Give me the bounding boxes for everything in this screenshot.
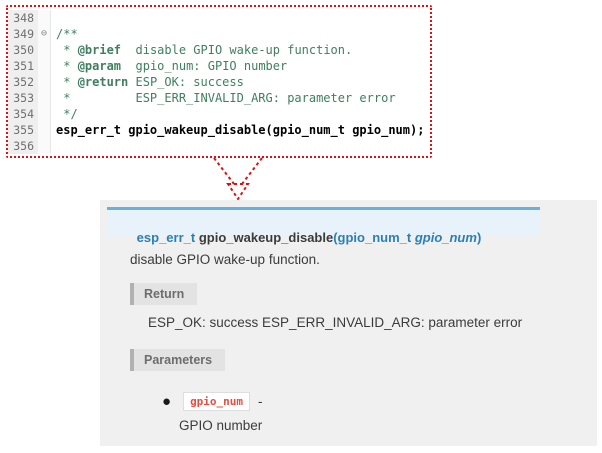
return-rubric: Return xyxy=(130,283,198,305)
code-text: esp_err_t gpio_wakeup_disable(gpio_num_t… xyxy=(56,123,425,137)
doc-panel: esp_err_t gpio_wakeup_disable(gpio_num_t… xyxy=(100,200,597,446)
fold-gutter xyxy=(38,122,51,138)
bullet-icon: ● xyxy=(162,393,172,410)
code-line: 355 esp_err_t gpio_wakeup_disable(gpio_nu… xyxy=(8,122,430,138)
code-line: 354 */ xyxy=(8,106,430,122)
signature-return-type: esp_err_t xyxy=(136,230,199,245)
code-text: * @param gpio_num: GPIO number xyxy=(56,59,288,73)
code-line: 352 * @return ESP_OK: success xyxy=(8,74,430,90)
fold-gutter xyxy=(38,74,51,90)
signature-open-paren: ( xyxy=(333,230,338,245)
param-separator: - xyxy=(258,394,263,409)
brief-text: disable GPIO wake-up function. xyxy=(130,252,320,267)
function-signature: esp_err_t gpio_wakeup_disable(gpio_num_t… xyxy=(107,207,540,245)
code-text xyxy=(51,10,56,26)
code-line: 356 xyxy=(8,138,430,154)
code-line: 349⊖ /** xyxy=(8,26,430,42)
code-line: 350 * @brief disable GPIO wake-up functi… xyxy=(8,42,430,58)
fold-gutter xyxy=(38,106,51,122)
fold-gutter xyxy=(38,10,51,26)
code-text: * @brief disable GPIO wake-up function. xyxy=(56,43,353,57)
return-text: ESP_OK: success ESP_ERR_INVALID_ARG: par… xyxy=(148,315,523,330)
signature-param-name: gpio_num xyxy=(414,230,477,245)
code-line: 348 xyxy=(8,10,430,26)
fold-toggle-icon[interactable]: ⊖ xyxy=(38,26,51,42)
code-text: /** xyxy=(56,27,78,41)
signature-param-type: gpio_num_t xyxy=(337,230,415,245)
line-number: 348 xyxy=(8,10,38,26)
param-description: GPIO number xyxy=(179,418,263,433)
line-number: 353 xyxy=(8,90,38,106)
parameters-rubric: Parameters xyxy=(130,349,226,371)
dotted-arrow-down-icon xyxy=(205,157,269,201)
fold-gutter xyxy=(38,90,51,106)
param-name-chip: gpio_num xyxy=(183,392,251,411)
signature-close-paren: ) xyxy=(476,230,482,245)
code-line: 353 * ESP_ERR_INVALID_ARG: parameter err… xyxy=(8,90,430,106)
line-number: 352 xyxy=(8,74,38,90)
line-number: 356 xyxy=(8,138,38,154)
line-number: 349 xyxy=(8,26,38,42)
fold-gutter xyxy=(38,58,51,74)
line-number: 354 xyxy=(8,106,38,122)
param-list-item: ● gpio_num - xyxy=(162,392,263,411)
code-text: */ xyxy=(56,107,78,121)
fold-gutter xyxy=(38,42,51,58)
code-text: * @return ESP_OK: success xyxy=(56,75,244,89)
line-number: 351 xyxy=(8,58,38,74)
fold-gutter xyxy=(38,138,51,154)
line-number: 350 xyxy=(8,42,38,58)
code-line: 351 * @param gpio_num: GPIO number xyxy=(8,58,430,74)
signature-function-name: gpio_wakeup_disable xyxy=(198,230,334,245)
line-number: 355 xyxy=(8,122,38,138)
code-text: * ESP_ERR_INVALID_ARG: parameter error xyxy=(56,91,396,105)
code-text xyxy=(51,138,56,154)
